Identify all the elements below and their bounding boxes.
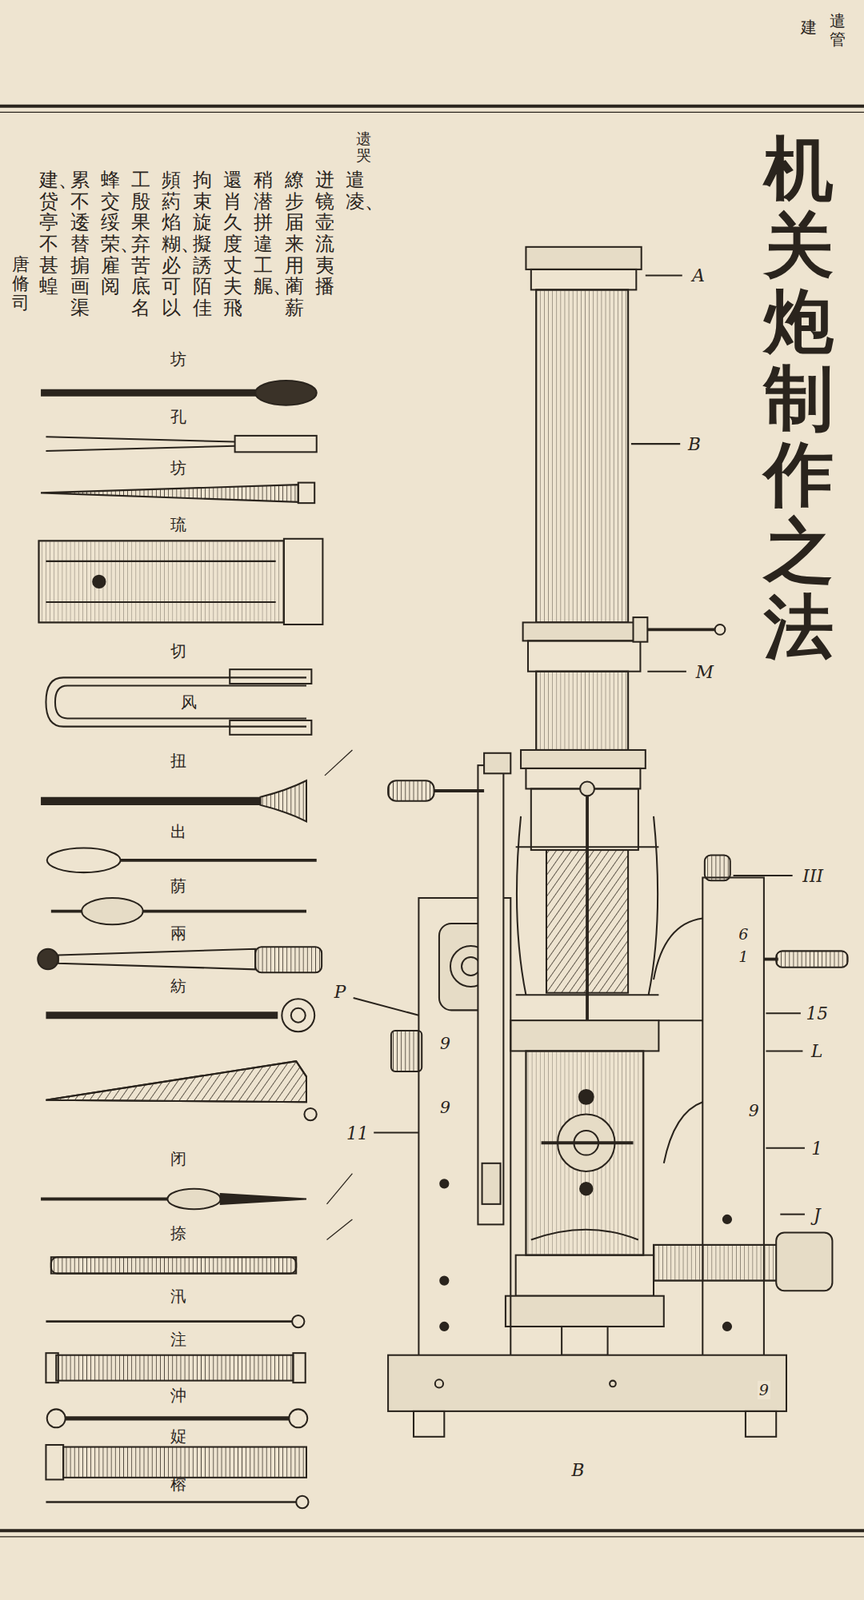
tool-label: 孔 xyxy=(170,405,187,428)
column-text: 工殷果弃苦底名 xyxy=(131,169,151,320)
callout-number: 15 xyxy=(805,1004,828,1024)
column-text: 還肖久度丈夫飛 xyxy=(223,169,243,320)
tool-label: 注 xyxy=(170,1328,187,1352)
column-text: 拘束旋擬誘陌佳 xyxy=(192,169,212,320)
tool-label: 荫 xyxy=(170,875,187,898)
callout-number: 6 xyxy=(736,925,750,944)
callout-number: J xyxy=(813,1205,821,1226)
tool-label: 兩 xyxy=(170,922,187,945)
callout-number: L xyxy=(811,1041,823,1062)
column-text: 建、贷亭不甚蝗 xyxy=(39,169,59,298)
callout-number: 1 xyxy=(736,948,750,967)
column-text: 累不逶替掮画渠 xyxy=(69,169,89,320)
callout-number: 1 xyxy=(811,1139,823,1160)
callout-number: 9 xyxy=(438,1034,452,1054)
column-text: 稍潜拼違工艉、 xyxy=(253,169,273,298)
callout-number: 11 xyxy=(346,1124,369,1144)
callout-number: M xyxy=(696,662,714,683)
callout-number: 9 xyxy=(438,1098,452,1118)
column-text: 繚步届来用蔺薪 xyxy=(284,169,304,320)
note-text: 建 xyxy=(800,18,817,36)
column-text: 遗哭 xyxy=(356,130,372,164)
callout-number: 9 xyxy=(757,1381,771,1400)
column-text: 唐脩司 xyxy=(12,255,30,313)
callout-number: 9 xyxy=(747,1101,761,1121)
tool-label: 榕 xyxy=(170,1473,187,1496)
column-text: 遣凌、 xyxy=(345,169,365,212)
column-text: 蜂交绥荣、雇阅 xyxy=(100,169,120,298)
callout-number: B xyxy=(688,434,701,455)
tool-label: 闭 xyxy=(170,1148,187,1171)
tool-label: 沖 xyxy=(170,1384,187,1408)
page-title: 机关炮制作之法 xyxy=(764,130,834,665)
tool-label: 琉 xyxy=(170,513,187,536)
note-text: 遣管 xyxy=(829,12,846,48)
tool-label: 捺 xyxy=(170,1222,187,1245)
tool-label: 扭 xyxy=(170,749,187,772)
tool-label: 坊 xyxy=(170,348,187,371)
tool-label: 紡 xyxy=(170,975,187,998)
tool-label: 风 xyxy=(179,691,199,714)
column-text: 頻葯焰糊、必可以 xyxy=(161,169,181,320)
tool-label: 坊 xyxy=(170,456,187,480)
callout-number: III xyxy=(802,866,824,887)
column-text: 迸镜壶流夷播 xyxy=(315,169,335,298)
tool-label: 汛 xyxy=(170,1285,187,1308)
callout-number: A xyxy=(692,265,705,286)
tool-label: 出 xyxy=(170,820,187,844)
callout-number: P xyxy=(334,982,347,1003)
tool-label: 娖 xyxy=(170,1425,187,1448)
callout-number: B xyxy=(572,1460,585,1481)
tool-label: 切 xyxy=(170,640,187,663)
